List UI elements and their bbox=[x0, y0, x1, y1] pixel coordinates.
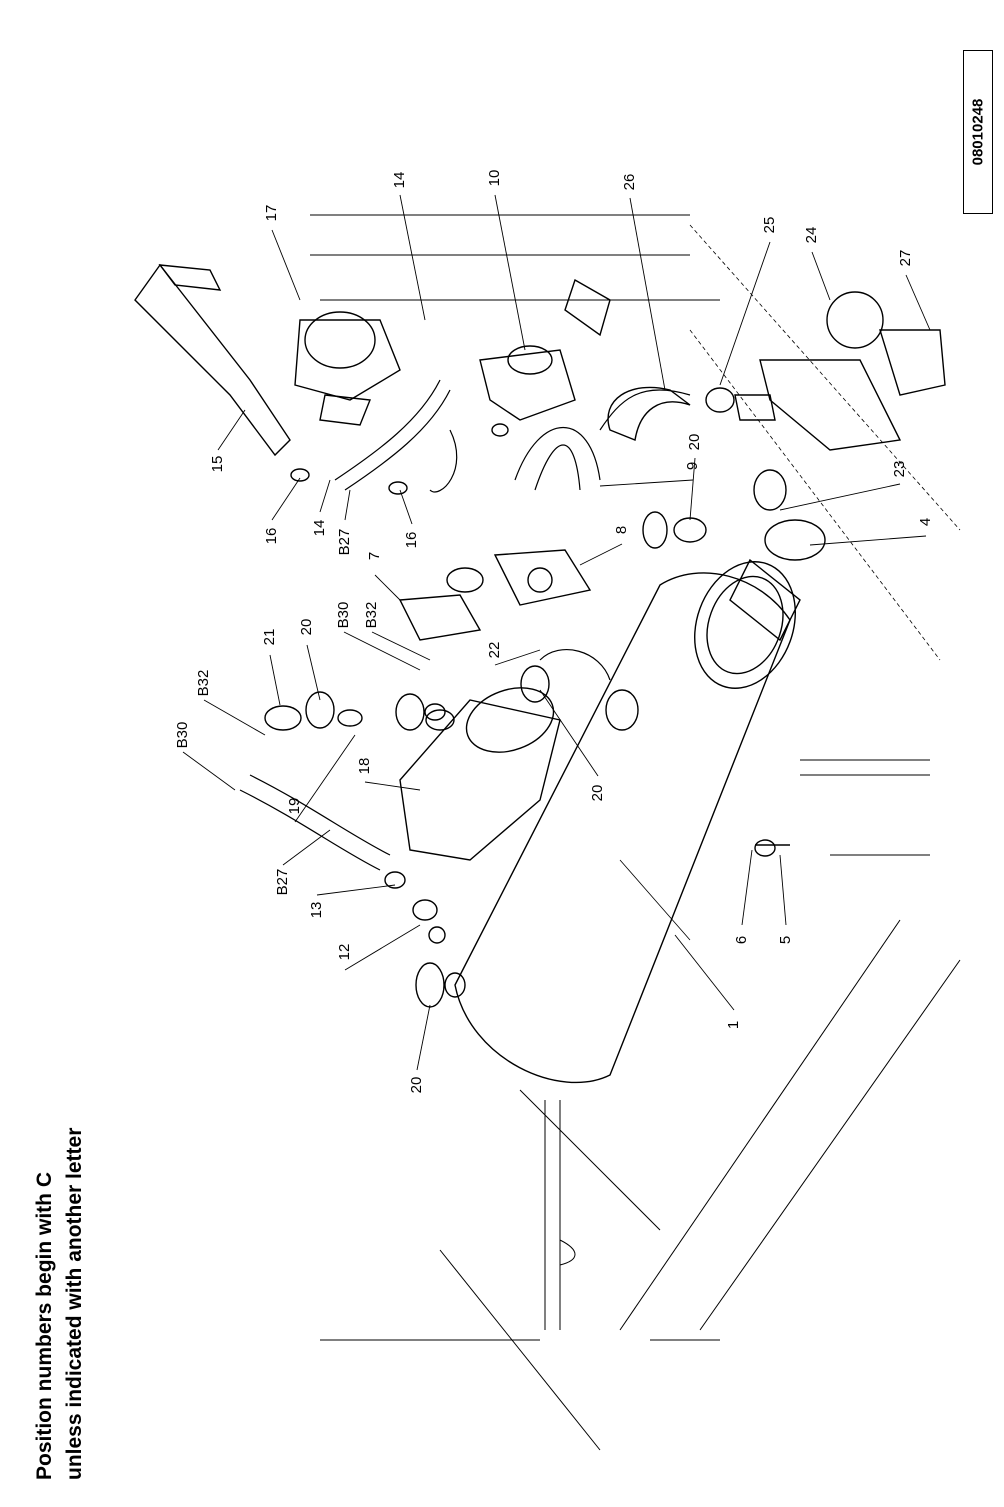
leader-line bbox=[217, 409, 246, 451]
leader-lines bbox=[182, 194, 931, 1071]
leader-line bbox=[374, 574, 401, 601]
callout-c22: 22 bbox=[486, 642, 503, 659]
leader-line bbox=[809, 535, 927, 546]
caption-line-1: Position numbers begin with C bbox=[33, 1171, 56, 1480]
callout-c21: 21 bbox=[261, 629, 278, 646]
callout-c6: 6 bbox=[733, 936, 750, 944]
callout-c20d: 20 bbox=[408, 1077, 425, 1094]
leader-line bbox=[271, 229, 301, 301]
caption-line-2: unless indicated with another letter bbox=[63, 1127, 86, 1480]
leader-line bbox=[905, 274, 931, 331]
document-number: 08010248 bbox=[969, 98, 987, 166]
leader-line bbox=[599, 479, 694, 487]
callout-c7: 7 bbox=[366, 552, 383, 560]
callout-c27b: B27 bbox=[336, 529, 353, 556]
leader-line bbox=[343, 631, 421, 671]
callout-c20a: 20 bbox=[686, 434, 703, 451]
caption: Position numbers begin with C unless ind… bbox=[30, 1020, 100, 1480]
callout-c8: 8 bbox=[613, 526, 630, 534]
solenoid-valve bbox=[479, 345, 576, 421]
callout-c24: 24 bbox=[803, 227, 820, 244]
leader-line bbox=[294, 734, 356, 823]
leader-line bbox=[364, 781, 421, 791]
callout-c5: 5 bbox=[777, 936, 794, 944]
callout-c13: 13 bbox=[308, 902, 325, 919]
leader-line bbox=[203, 699, 266, 736]
callout-c30b: B30 bbox=[174, 722, 191, 749]
callout-c10: 10 bbox=[486, 170, 503, 187]
callout-c19: 19 bbox=[286, 798, 303, 815]
drain-pump bbox=[399, 687, 561, 861]
callout-c17: 17 bbox=[263, 205, 280, 222]
callout-c25: 25 bbox=[761, 217, 778, 234]
leader-line bbox=[494, 194, 526, 351]
motor-assembly bbox=[734, 291, 946, 451]
callout-c26: 26 bbox=[621, 174, 638, 191]
hoses bbox=[239, 379, 691, 871]
callout-c27: 27 bbox=[897, 250, 914, 267]
callout-c23: 23 bbox=[891, 461, 908, 478]
leader-line bbox=[579, 543, 623, 566]
callout-c27c: B27 bbox=[274, 869, 291, 896]
leader-line bbox=[399, 194, 426, 321]
callout-c4: 4 bbox=[917, 518, 934, 526]
leader-line bbox=[269, 654, 281, 706]
leader-line bbox=[344, 924, 421, 971]
callout-c30a: B30 bbox=[335, 602, 352, 629]
frame-lines bbox=[310, 214, 961, 1451]
leader-line bbox=[539, 689, 599, 777]
callout-c32a: B32 bbox=[363, 602, 380, 629]
callout-c18: 18 bbox=[356, 758, 373, 775]
callout-c16a: 16 bbox=[263, 528, 280, 545]
document-number-box: 08010248 bbox=[963, 50, 993, 214]
callout-c14b: 14 bbox=[311, 520, 328, 537]
clamps-and-rings bbox=[264, 278, 790, 1008]
leader-line bbox=[282, 829, 331, 866]
leader-line bbox=[674, 934, 735, 1011]
leader-line bbox=[629, 197, 666, 391]
leader-line bbox=[689, 457, 696, 521]
inlet-valve bbox=[398, 567, 484, 641]
callout-c16b: 16 bbox=[403, 532, 420, 549]
leader-line bbox=[306, 644, 321, 701]
callout-c12: 12 bbox=[336, 944, 353, 961]
tank-body bbox=[454, 561, 796, 1084]
leader-line bbox=[316, 884, 396, 896]
leader-line bbox=[271, 477, 301, 521]
leader-line bbox=[182, 751, 236, 791]
bracket-and-switch bbox=[134, 263, 401, 457]
leader-line bbox=[779, 483, 901, 511]
leader-line bbox=[344, 489, 351, 521]
heating-element-flange bbox=[729, 519, 826, 642]
corrugated-hose bbox=[607, 386, 691, 441]
callout-c9: 9 bbox=[684, 462, 701, 470]
leader-line bbox=[719, 241, 771, 386]
callout-c20c: 20 bbox=[589, 785, 606, 802]
leader-line bbox=[494, 649, 541, 666]
leader-line bbox=[371, 631, 431, 661]
callout-c14a: 14 bbox=[391, 172, 408, 189]
leader-line bbox=[741, 849, 753, 926]
leader-line bbox=[779, 854, 787, 926]
callout-c15: 15 bbox=[209, 456, 226, 473]
leader-line bbox=[319, 479, 331, 513]
leader-line bbox=[811, 251, 831, 301]
callout-c20b: 20 bbox=[298, 619, 315, 636]
leader-line bbox=[416, 1004, 431, 1071]
callout-c1: 1 bbox=[725, 1021, 742, 1029]
leader-line bbox=[399, 489, 413, 525]
mounting-plate bbox=[493, 549, 592, 606]
callout-c32b: B32 bbox=[195, 670, 212, 697]
